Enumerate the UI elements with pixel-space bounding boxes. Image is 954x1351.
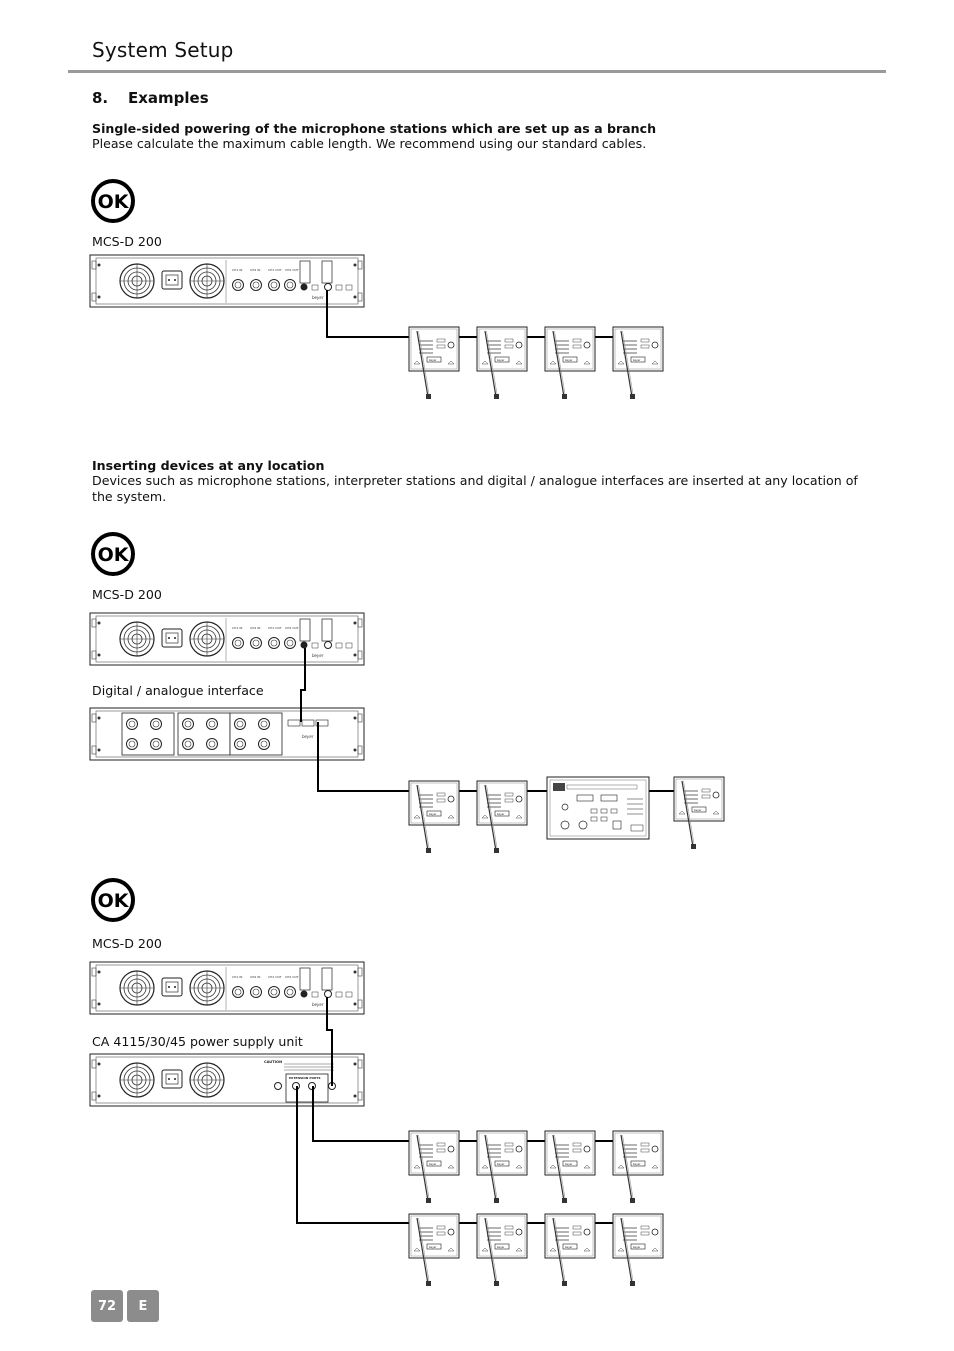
example3-psu-label: CA 4115/30/45 power supply unit bbox=[92, 1034, 303, 1049]
example2-mcs-d200-unit bbox=[90, 613, 364, 665]
example3-cable-branch-1 bbox=[312, 1086, 412, 1142]
example3-branch2-mic-station-3 bbox=[544, 1213, 596, 1287]
page-number-badge: 72 bbox=[91, 1290, 123, 1322]
header-rule bbox=[68, 70, 886, 73]
example1-mic-station-3 bbox=[544, 326, 596, 400]
example1-mic-station-2 bbox=[476, 326, 528, 400]
section-title: 8. Examples bbox=[92, 89, 209, 107]
example3-cable-branch-2 bbox=[296, 1086, 412, 1224]
example2-mic-station-3 bbox=[673, 776, 725, 850]
example3-branch1-mic-station-1 bbox=[408, 1130, 460, 1204]
section-number: 8. bbox=[92, 89, 109, 107]
example1-ok-icon: OK bbox=[91, 179, 135, 223]
example2-device-label: MCS-D 200 bbox=[92, 587, 162, 602]
example2-cable-to-interface bbox=[300, 648, 306, 722]
example1-text: Please calculate the maximum cable lengt… bbox=[92, 136, 647, 151]
language-badge: E bbox=[127, 1290, 159, 1322]
example2-interpreter-station bbox=[546, 776, 650, 840]
example2-cable-to-stations bbox=[317, 722, 412, 792]
example2-mic-station-1 bbox=[408, 780, 460, 854]
example3-ok-text: OK bbox=[98, 890, 130, 912]
example3-mcs-d200-unit bbox=[90, 962, 364, 1014]
example1-ok-text: OK bbox=[98, 191, 130, 213]
example1-mic-station-1 bbox=[408, 326, 460, 400]
example3-cable-to-psu bbox=[326, 997, 333, 1086]
example3-device-label: MCS-D 200 bbox=[92, 936, 162, 951]
example3-ok-icon: OK bbox=[91, 878, 135, 922]
example2-interface-label: Digital / analogue interface bbox=[92, 683, 264, 698]
example3-branch2-mic-station-1 bbox=[408, 1213, 460, 1287]
example1-heading: Single-sided powering of the microphone … bbox=[92, 121, 657, 136]
example1-device-label: MCS-D 200 bbox=[92, 234, 162, 249]
example2-ok-text: OK bbox=[98, 544, 130, 566]
example3-branch1-mic-station-2 bbox=[476, 1130, 528, 1204]
example2-text: Devices such as microphone stations, int… bbox=[92, 473, 858, 504]
example3-branch1-mic-station-3 bbox=[544, 1130, 596, 1204]
example3-branch2-mic-station-4 bbox=[612, 1213, 664, 1287]
example2-heading: Inserting devices at any location bbox=[92, 458, 325, 473]
section-title-text: Examples bbox=[128, 89, 209, 107]
page-header-title: System Setup bbox=[92, 38, 234, 62]
example3-power-supply-unit bbox=[90, 1054, 364, 1106]
example1-cable bbox=[326, 290, 412, 338]
example2-interface-unit bbox=[90, 708, 364, 760]
example3-branch1-mic-station-4 bbox=[612, 1130, 664, 1204]
example2-mic-station-2 bbox=[476, 780, 528, 854]
example1-mcs-d200-unit bbox=[90, 255, 364, 307]
example3-branch2-mic-station-2 bbox=[476, 1213, 528, 1287]
example2-ok-icon: OK bbox=[91, 532, 135, 576]
example1-mic-station-4 bbox=[612, 326, 664, 400]
